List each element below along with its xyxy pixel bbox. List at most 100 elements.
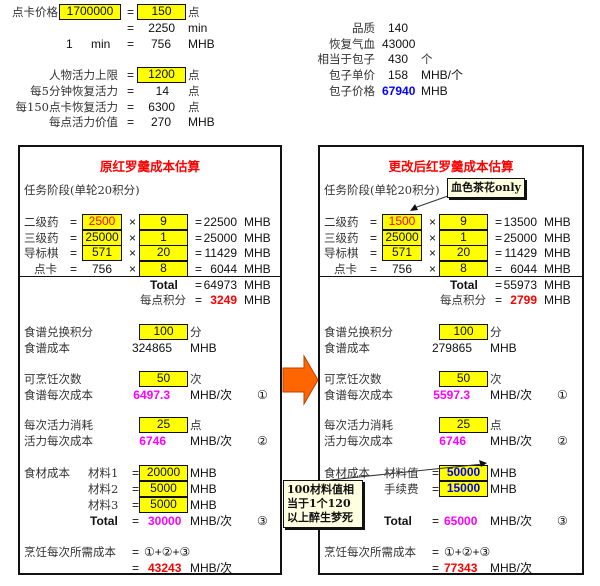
material1-label: 材料1 — [88, 466, 119, 480]
unit: MHB — [244, 246, 271, 260]
eq: = — [127, 5, 135, 19]
quantity-input[interactable]: 9 — [139, 214, 188, 230]
eq: = — [132, 561, 140, 575]
eq: = — [132, 514, 140, 528]
panel-title: 原红罗羹成本估算 — [99, 160, 200, 174]
unit: MHB — [544, 231, 571, 245]
eq: = — [70, 215, 78, 229]
stage-label: 任务阶段(单轮20积分) — [324, 183, 440, 197]
cook-count-input[interactable]: 50 — [439, 371, 488, 387]
unit: MHB — [490, 341, 517, 355]
bun-price-value: 67940 — [382, 84, 416, 98]
unit-price-value: 158 — [387, 68, 408, 82]
subtotal-value: 25000 — [203, 231, 237, 245]
unit: MHB/次 — [490, 388, 533, 402]
one: 1 — [66, 37, 73, 51]
eq: = — [432, 561, 440, 575]
eq: = — [195, 262, 203, 276]
eq: = — [195, 246, 203, 260]
quality-label: 品质 — [352, 21, 375, 35]
unit: 点 — [188, 84, 200, 98]
eq: = — [370, 215, 378, 229]
ingredient-label: 导标棋 — [324, 246, 359, 260]
marker-2: ② — [557, 434, 568, 448]
price-input[interactable]: 2500 — [82, 214, 122, 230]
unit: MHB — [244, 293, 271, 307]
eq: = — [195, 215, 203, 229]
material1-input[interactable]: 20000 — [139, 465, 188, 481]
times: × — [429, 246, 437, 260]
quantity-input[interactable]: 20 — [139, 245, 188, 261]
recipe-points-input[interactable]: 100 — [439, 324, 488, 340]
unit: MHB/个 — [421, 68, 464, 82]
unit: MHB — [190, 341, 217, 355]
final-cost: 43243 — [148, 561, 182, 575]
total-label: Total — [384, 514, 412, 528]
unit: MHB — [190, 482, 217, 496]
card-price-input[interactable]: 1700000 — [59, 4, 121, 20]
quantity-input[interactable]: 9 — [439, 214, 488, 230]
subtotal-value: 11429 — [504, 246, 537, 260]
revised-cost-panel: 更改后红罗羹成本估算 任务阶段(单轮20积分) 二级药 = 1500 × 9 =… — [318, 145, 584, 575]
minutes-value: 2250 — [148, 21, 175, 35]
ingredient-label: 三级药 — [324, 231, 359, 245]
vitality-each-label: 活力每次成本 — [324, 434, 393, 448]
quality-value: 140 — [387, 21, 408, 35]
price-input[interactable]: 25000 — [82, 230, 122, 246]
recipe-each-value: 6497.3 — [133, 388, 170, 402]
bun-price-label: 包子价格 — [329, 84, 375, 98]
eq: = — [495, 231, 503, 245]
eq: = — [495, 293, 503, 307]
vit-max-input[interactable]: 1200 — [137, 67, 186, 83]
vitality-use-input[interactable]: 25 — [139, 417, 188, 433]
card-points-input[interactable]: 150 — [137, 4, 186, 20]
material-value-input[interactable]: 50000 — [439, 465, 488, 481]
material2-input[interactable]: 5000 — [139, 481, 188, 497]
unit: MHB — [188, 115, 215, 129]
fee-input[interactable]: 15000 — [439, 481, 488, 497]
total-label: Total — [450, 278, 478, 292]
price-input[interactable]: 571 — [382, 245, 422, 261]
recipe-cost-label: 食谱成本 — [324, 341, 370, 355]
ingredient-label: 点卡 — [334, 262, 357, 276]
cook-count-input[interactable]: 50 — [139, 371, 188, 387]
recipe-points-input[interactable]: 100 — [139, 324, 188, 340]
unit: 点 — [188, 5, 200, 19]
price-input[interactable]: 1500 — [382, 214, 422, 230]
unit: 点 — [188, 100, 200, 114]
vit150-label: 每150点卡恢复活力 — [15, 100, 118, 114]
per-point-label: 每点积分 — [140, 293, 186, 307]
unit: MHB/次 — [190, 514, 233, 528]
price-input[interactable]: 571 — [82, 245, 122, 261]
fee-label: 手续费 — [384, 482, 419, 496]
unit: MHB — [421, 84, 448, 98]
marker-1: ① — [257, 388, 268, 402]
eq: = — [132, 466, 140, 480]
final-cost: 77343 — [444, 561, 478, 575]
recipe-each-value: 5597.3 — [433, 388, 470, 402]
quantity-input[interactable]: 20 — [439, 245, 488, 261]
material-cost-label: 食材成本 — [24, 466, 70, 480]
price-value: 756 — [91, 262, 113, 276]
recipe-cost-label: 食谱成本 — [24, 341, 70, 355]
unit: 个 — [421, 52, 433, 66]
unit-price-label: 包子单价 — [329, 68, 375, 82]
total-label: Total — [150, 278, 178, 292]
ingredient-label: 二级药 — [324, 215, 359, 229]
min-cost-value: 756 — [150, 37, 171, 51]
times: × — [429, 262, 437, 276]
total-value: 55973 — [503, 278, 537, 292]
recipe-cost-value: 279865 — [431, 341, 472, 355]
price-input[interactable]: 25000 — [382, 230, 422, 246]
material3-input[interactable]: 5000 — [139, 497, 188, 513]
eq: = — [432, 466, 440, 480]
subtotal-value: 25000 — [503, 231, 537, 245]
eq: = — [70, 231, 78, 245]
vitality-use-input[interactable]: 25 — [439, 417, 488, 433]
callout-note: 血色茶花only — [447, 178, 525, 198]
hp-label: 恢复气血 — [329, 37, 375, 51]
eq: = — [127, 68, 135, 82]
vitality-use-label: 每次活力消耗 — [324, 418, 393, 432]
recipe-cost-value: 324865 — [131, 341, 172, 355]
eq: = — [195, 293, 203, 307]
